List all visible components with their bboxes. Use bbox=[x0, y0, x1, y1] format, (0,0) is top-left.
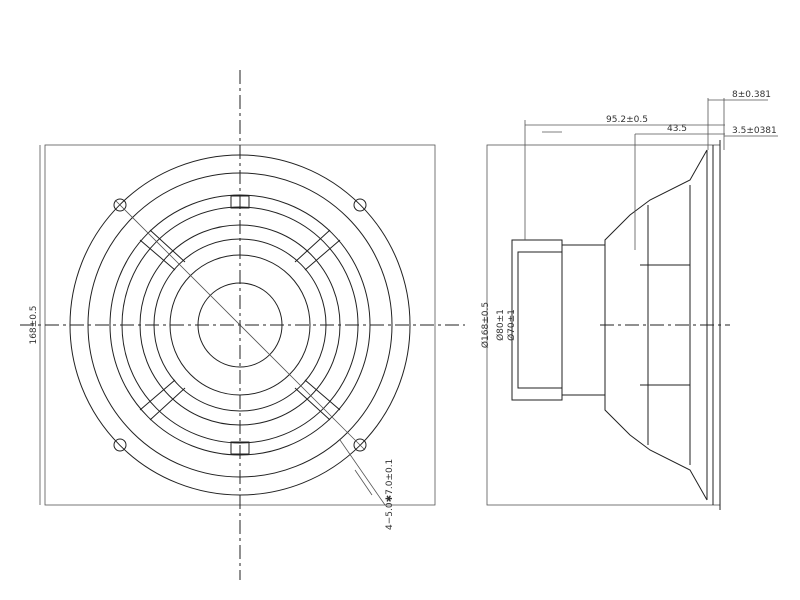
outer-diameter-label: Ø168±0.5 bbox=[480, 302, 491, 348]
magnet-diameter-label: Ø80±1 bbox=[495, 309, 506, 341]
front-view: 168±0.5 4−5.0✱7.0±0.1 bbox=[20, 70, 465, 580]
basket-spokes bbox=[139, 195, 341, 455]
basket-depth-label: 43.5 bbox=[667, 124, 687, 134]
gasket-thickness-label: 3.5±0381 bbox=[732, 126, 777, 136]
magnet-inner-label: Ø70±1 bbox=[506, 309, 517, 341]
magnet bbox=[511, 239, 563, 401]
front-diameter-label: 168±0.5 bbox=[29, 305, 39, 344]
mounting-holes-label: 4−5.0✱7.0±0.1 bbox=[385, 459, 395, 530]
overall-depth-label: 95.2±0.5 bbox=[606, 115, 648, 125]
flange-thickness-label: 8±0.381 bbox=[732, 90, 771, 100]
side-view: 95.2±0.5 43.5 8±0.381 3.5±0381 Ø168±0.5 … bbox=[480, 90, 778, 510]
top-plate bbox=[561, 244, 606, 396]
mounting-holes bbox=[113, 198, 367, 452]
